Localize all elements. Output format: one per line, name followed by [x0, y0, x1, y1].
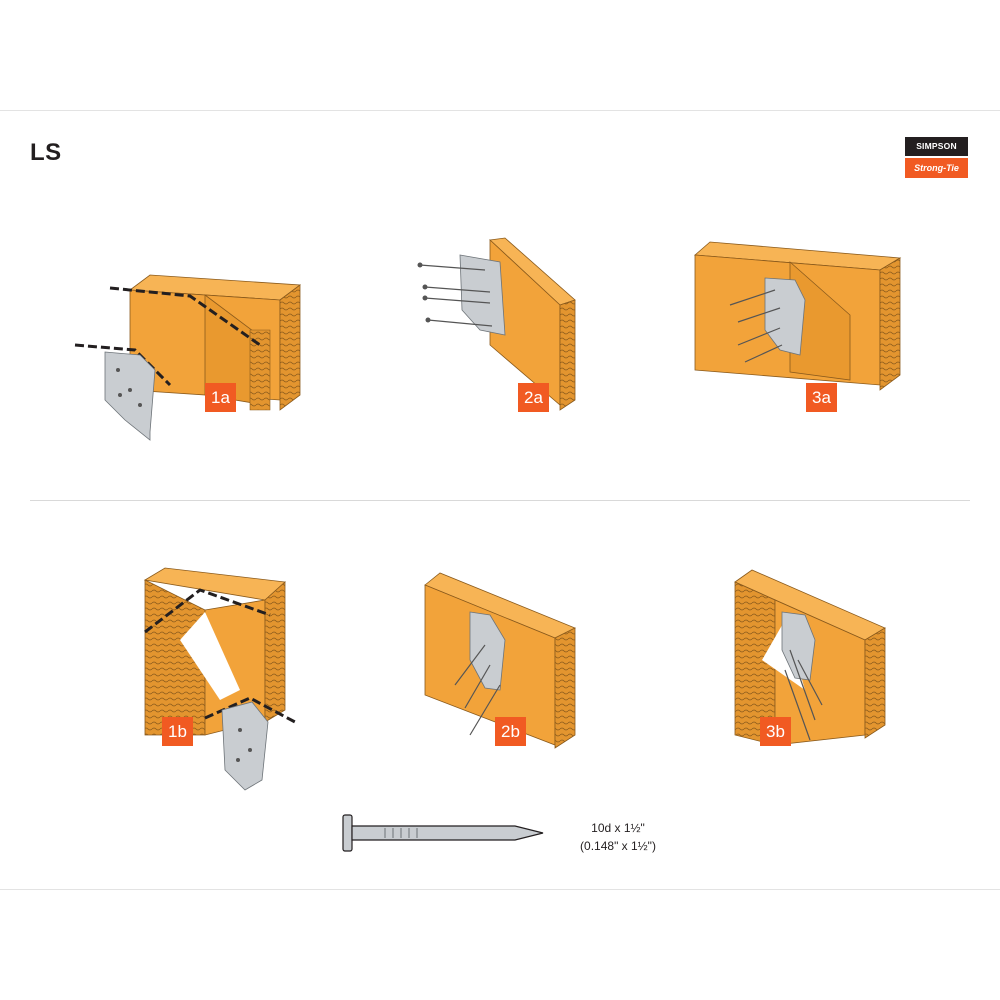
illustration-1a: [74, 274, 302, 441]
illustration-3a: [694, 241, 902, 391]
row-divider: [30, 500, 970, 501]
step-badge-1b: 1b: [162, 717, 193, 746]
step-badge-2a: 2a: [518, 383, 549, 412]
illustration-2a: [417, 237, 576, 411]
step-badge-3a: 3a: [806, 383, 837, 412]
illustration-2b: [424, 572, 576, 749]
logo-bottom-text: Strong-Tie: [905, 158, 968, 178]
page-title: LS: [30, 139, 62, 166]
nail-illustration: [342, 814, 544, 852]
nail-size: 10d x 1½": [591, 821, 645, 835]
illustration-1b: [143, 567, 296, 791]
nail-dimensions: (0.148" x 1½"): [580, 839, 656, 853]
step-badge-2b: 2b: [495, 717, 526, 746]
page-frame: [0, 110, 1000, 890]
step-badge-3b: 3b: [760, 717, 791, 746]
nail-specification: 10d x 1½" (0.148" x 1½"): [563, 819, 673, 855]
step-badge-1a: 1a: [205, 383, 236, 412]
logo-top-text: SIMPSON: [905, 137, 968, 156]
illustration-3b: [734, 569, 886, 746]
simpson-strong-tie-logo: SIMPSON Strong-Tie: [905, 137, 968, 178]
